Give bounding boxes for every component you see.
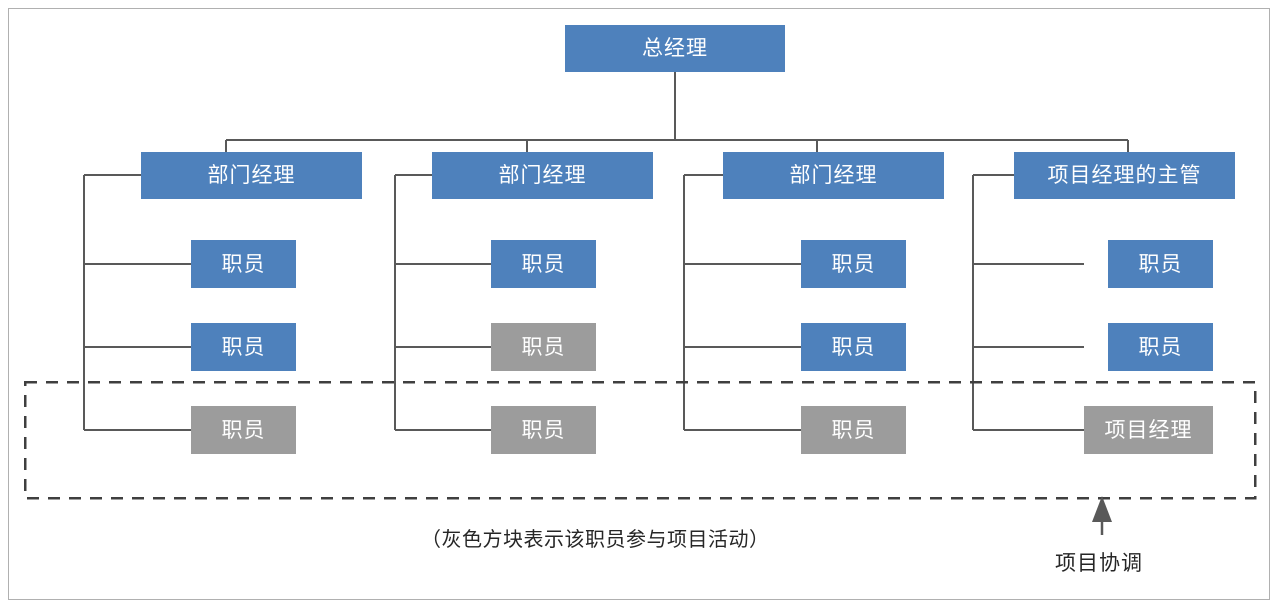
node-label: 职员 (521, 418, 566, 442)
node-label: 项目经理的主管 (1047, 164, 1202, 187)
project-coordination-arrow (1092, 496, 1112, 535)
node-column-4-member-2[interactable]: 职员 (1108, 323, 1213, 371)
node-label: 职员 (221, 418, 266, 442)
node-column-3-member-1[interactable]: 职员 (801, 240, 906, 288)
node-column-1-member-3[interactable]: 职员 (191, 406, 296, 454)
node-label: 职员 (521, 252, 566, 276)
node-column-1-member-1[interactable]: 职员 (191, 240, 296, 288)
node-label: 职员 (1138, 335, 1183, 359)
project-coordination-label: 项目协调 (1055, 552, 1143, 575)
node-label: 职员 (831, 252, 876, 276)
node-label: 职员 (221, 335, 266, 359)
node-column-4-member-3[interactable]: 项目经理 (1084, 406, 1213, 454)
node-label: 部门经理 (498, 164, 587, 187)
node-column-4-head[interactable]: 项目经理的主管 (1014, 152, 1235, 199)
legend-caption: （灰色方块表示该职员参与项目活动） (421, 529, 770, 551)
project-boundary-dashed-box (23, 380, 1257, 500)
node-label: 总经理 (642, 37, 708, 60)
node-column-3-head[interactable]: 部门经理 (723, 152, 944, 199)
node-general-manager[interactable]: 总经理 (565, 25, 785, 72)
node-column-2-member-1[interactable]: 职员 (491, 240, 596, 288)
node-label: 部门经理 (789, 164, 878, 187)
node-column-1-member-2[interactable]: 职员 (191, 323, 296, 371)
node-column-1-head[interactable]: 部门经理 (141, 152, 362, 199)
node-label: 项目经理 (1104, 418, 1193, 442)
node-label: 职员 (831, 335, 876, 359)
node-column-2-member-3[interactable]: 职员 (491, 406, 596, 454)
node-label: 职员 (1138, 252, 1183, 276)
node-label: 职员 (831, 418, 876, 442)
node-column-2-head[interactable]: 部门经理 (432, 152, 653, 199)
node-column-2-member-2[interactable]: 职员 (491, 323, 596, 371)
node-column-3-member-3[interactable]: 职员 (801, 406, 906, 454)
node-column-3-member-2[interactable]: 职员 (801, 323, 906, 371)
node-column-4-member-1[interactable]: 职员 (1108, 240, 1213, 288)
figure-border (8, 8, 1270, 600)
node-label: 职员 (221, 252, 266, 276)
node-label: 部门经理 (207, 164, 296, 187)
node-label: 职员 (521, 335, 566, 359)
